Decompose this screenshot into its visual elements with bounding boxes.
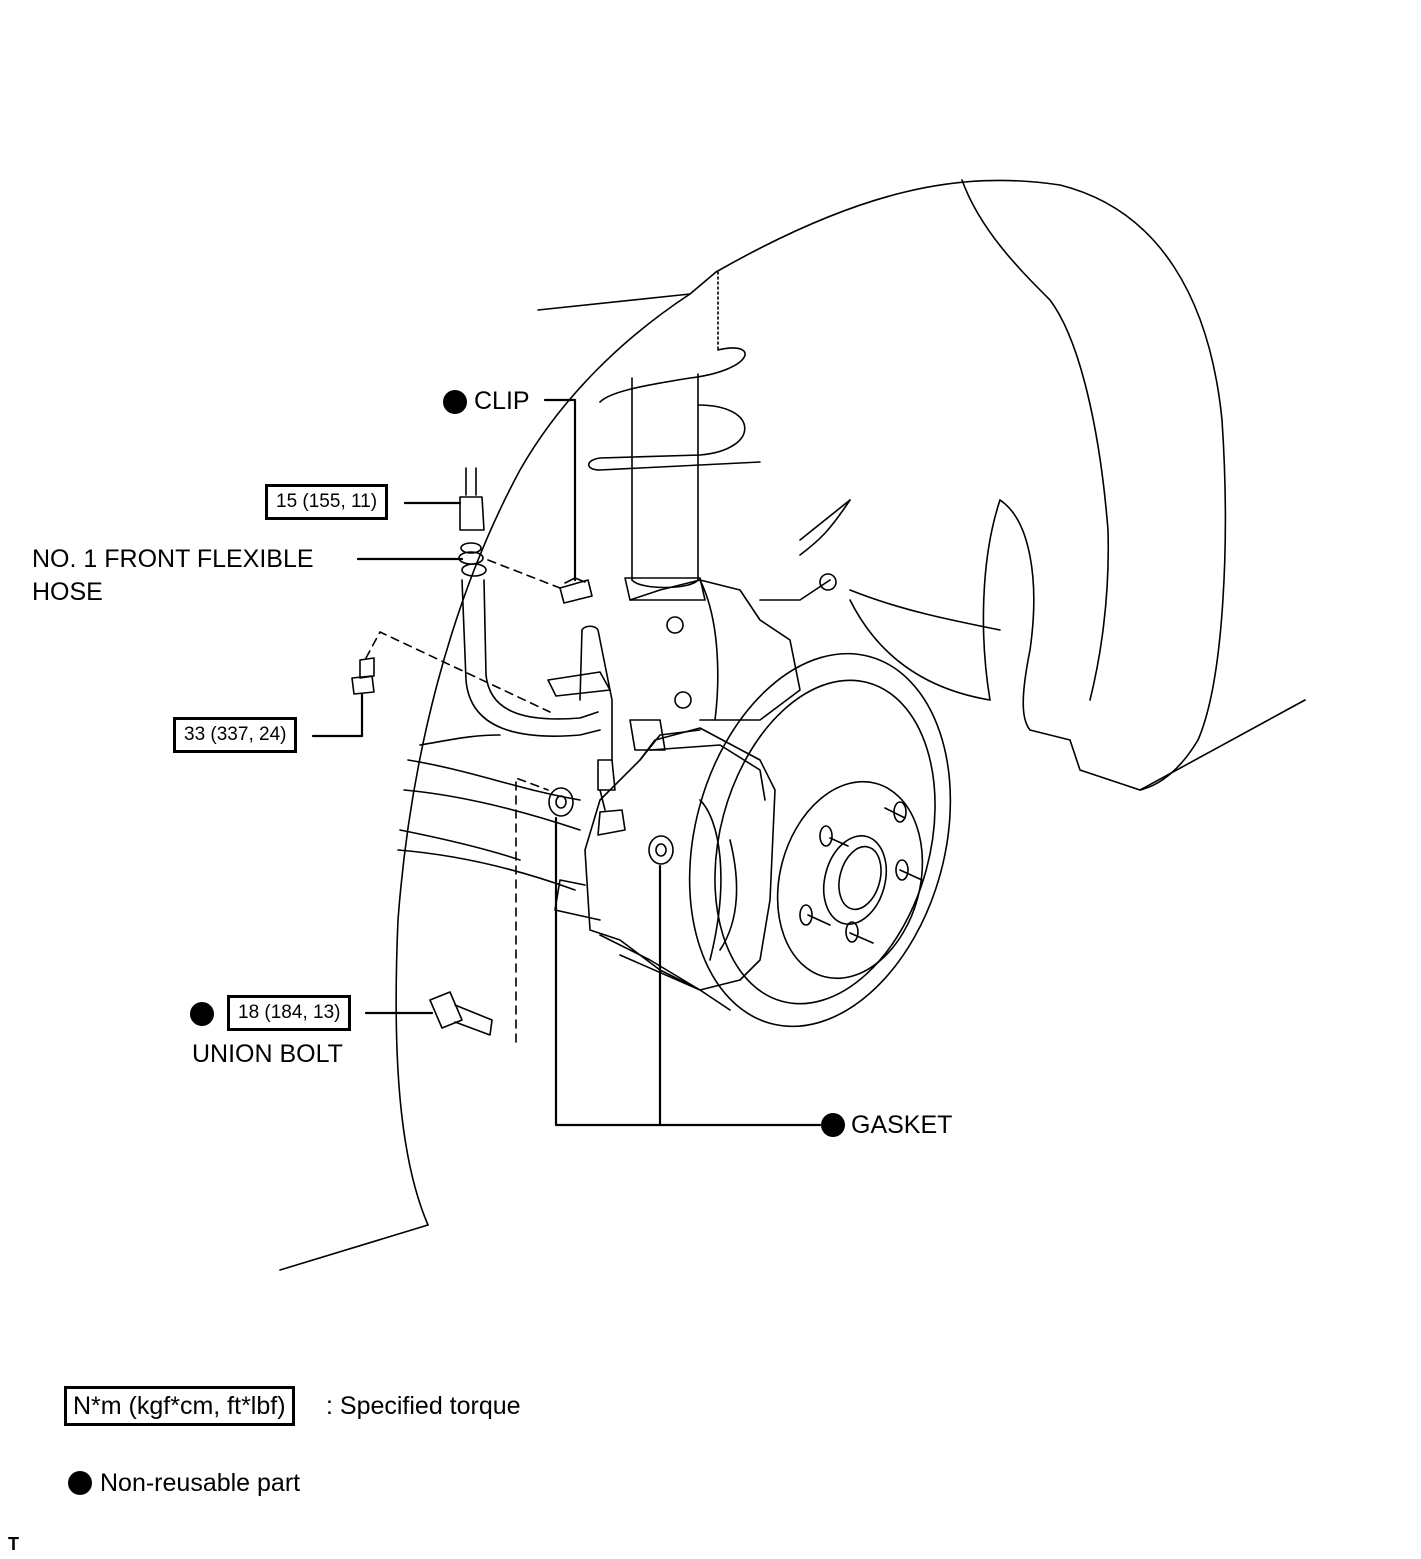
hose-label-line1: NO. 1 FRONT FLEXIBLE bbox=[32, 545, 314, 573]
legend-nonreusable-text: Non-reusable part bbox=[100, 1469, 301, 1497]
legend-nonreusable-dot bbox=[68, 1471, 92, 1495]
torque-bracket-bolt: 33 (337, 24) bbox=[173, 717, 298, 753]
bracket-bolt bbox=[351, 657, 375, 695]
gasket-label: GASKET bbox=[851, 1111, 953, 1139]
legend-torque-text: : Specified torque bbox=[326, 1392, 521, 1420]
brake-caliper bbox=[554, 719, 776, 1011]
footer-mark: T bbox=[8, 1534, 19, 1554]
gasket-parts bbox=[548, 787, 674, 865]
leader-lines bbox=[311, 398, 822, 1127]
torque-union-bolt: 18 (184, 13) bbox=[227, 995, 352, 1031]
nonreusable-mark-union-bolt bbox=[190, 1002, 214, 1026]
hose-label-line2: HOSE bbox=[32, 578, 103, 606]
alignment-dashes bbox=[365, 559, 561, 1043]
clip-part bbox=[559, 577, 593, 604]
legend-torque-box: N*m (kgf*cm, ft*lbf) bbox=[64, 1386, 295, 1426]
strut-assembly bbox=[587, 271, 761, 601]
fender-outline bbox=[279, 179, 1306, 1271]
union-bolt-part bbox=[429, 991, 493, 1036]
union-bolt-label: UNION BOLT bbox=[192, 1040, 343, 1068]
torque-hose-fitting: 15 (155, 11) bbox=[265, 484, 389, 520]
flexible-hose bbox=[458, 467, 626, 836]
steering-knuckle bbox=[629, 499, 851, 721]
nonreusable-mark-gasket bbox=[821, 1113, 845, 1137]
clip-label: CLIP bbox=[474, 387, 530, 415]
nonreusable-mark-clip bbox=[443, 390, 467, 414]
brake-disc bbox=[688, 652, 952, 1028]
